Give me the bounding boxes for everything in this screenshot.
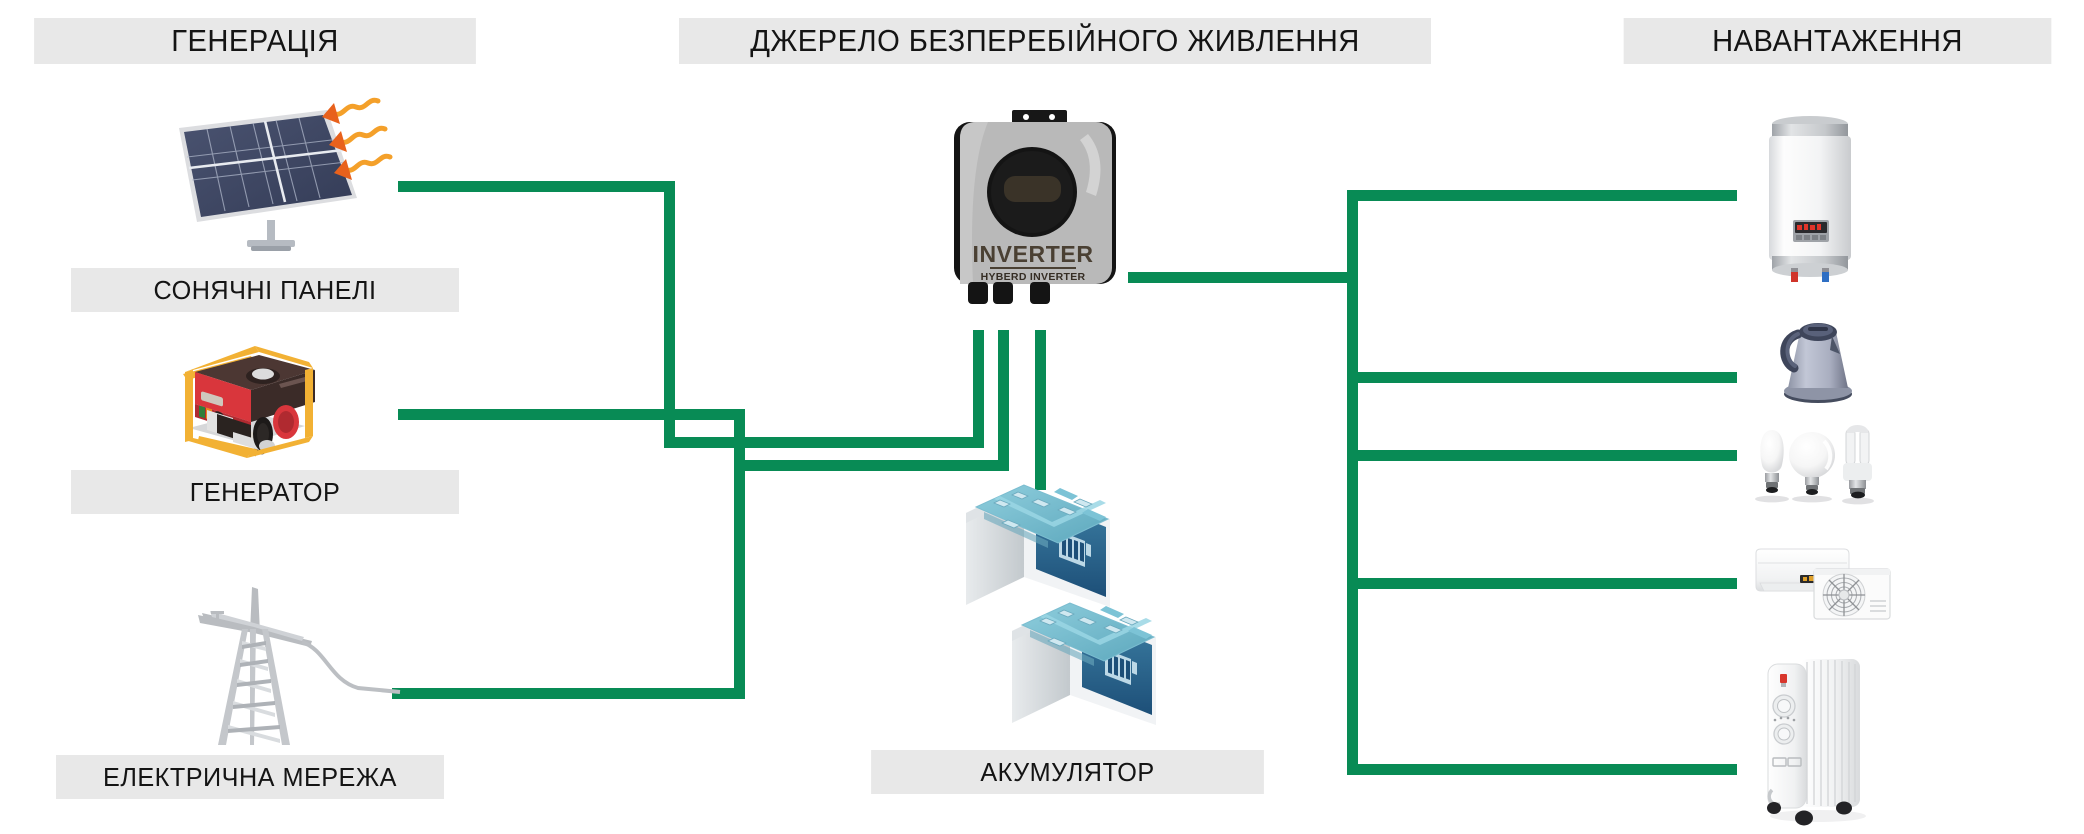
wire-load-branch-water-heater <box>1347 190 1737 201</box>
wire-solar-vertical <box>664 181 675 437</box>
air-conditioner-icon <box>1755 548 1891 620</box>
storage-label-battery-text: АКУМУЛЯТОР <box>980 756 1155 787</box>
inverter-brand-text: INVERTER <box>972 241 1093 267</box>
oil-radiator-icon <box>1767 659 1866 826</box>
electric-kettle-icon <box>1780 323 1852 403</box>
section-header-load: НАВАНТАЖЕННЯ <box>1623 18 2052 64</box>
source-label-solar: СОНЯЧНІ ПАНЕЛІ <box>71 268 459 312</box>
section-header-ups: ДЖЕРЕЛО БЕЗПЕРЕБІЙНОГО ЖИВЛЕННЯ <box>679 18 1431 64</box>
battery-bank-icon <box>966 484 1156 725</box>
fuel-generator-icon <box>183 346 315 458</box>
sun-rays-icon <box>322 97 393 180</box>
inverter-subtitle-text: HYBERD INVERTER <box>981 271 1086 283</box>
section-header-ups-label: ДЖЕРЕЛО БЕЗПЕРЕБІЙНОГО ЖИВЛЕННЯ <box>750 23 1360 58</box>
wire-load-branch-bulbs <box>1347 450 1737 461</box>
wire-load-branch-air-conditioner <box>1347 578 1737 589</box>
wire-grid-horizontal <box>392 688 745 699</box>
water-heater-icon <box>1769 116 1851 282</box>
solar-panel-icon <box>179 110 357 251</box>
light-bulbs-icon <box>1755 425 1874 505</box>
wire-generator-to-inverter <box>734 460 1009 471</box>
wire-load-bus-vertical <box>1347 190 1358 775</box>
source-label-grid: ЕЛЕКТРИЧНА МЕРЕЖА <box>56 755 444 799</box>
section-header-generation-label: ГЕНЕРАЦІЯ <box>171 23 339 58</box>
storage-label-battery: АКУМУЛЯТОР <box>871 750 1264 794</box>
wire-load-branch-radiator <box>1347 764 1737 775</box>
source-label-generator: ГЕНЕРАТОР <box>71 470 459 514</box>
wire-load-branch-kettle <box>1347 372 1737 383</box>
wire-generator-horizontal <box>398 409 745 420</box>
wire-inverter-port2-drop <box>998 330 1009 465</box>
section-header-load-label: НАВАНТАЖЕННЯ <box>1712 23 1963 58</box>
wire-solar-to-inverter <box>664 437 984 448</box>
source-label-grid-text: ЕЛЕКТРИЧНА МЕРЕЖА <box>103 761 397 792</box>
wire-inverter-port3-to-battery <box>1035 330 1046 490</box>
wire-inverter-port1-drop <box>973 330 984 442</box>
section-header-generation: ГЕНЕРАЦІЯ <box>34 18 476 64</box>
grid-drop-cable <box>301 640 401 694</box>
source-label-solar-text: СОНЯЧНІ ПАНЕЛІ <box>153 274 377 305</box>
wire-solar-horizontal <box>398 181 675 192</box>
transmission-tower-icon <box>198 587 312 745</box>
source-label-generator-text: ГЕНЕРАТОР <box>189 476 341 507</box>
wall-inverter-icon: INVERTER HYBERD INVERTER <box>940 110 1130 335</box>
wire-inverter-output <box>1128 272 1358 283</box>
wire-generation-bus-vertical <box>734 409 745 688</box>
